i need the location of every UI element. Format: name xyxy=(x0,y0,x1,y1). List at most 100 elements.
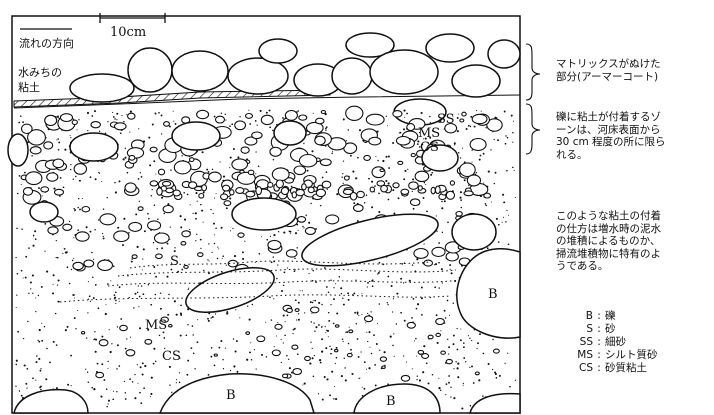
sand-grain xyxy=(107,121,108,122)
gravel-clast xyxy=(409,182,418,189)
sand-grain xyxy=(150,393,152,395)
sand-grain xyxy=(123,158,125,160)
sand-grain xyxy=(336,347,338,349)
sand-grain xyxy=(353,202,355,204)
gravel-clast xyxy=(115,123,127,130)
sand-grain xyxy=(56,139,57,140)
sand-grain xyxy=(424,243,425,244)
gravel-clast xyxy=(295,309,299,312)
sand-grain xyxy=(147,213,149,215)
sand-grain xyxy=(143,248,145,250)
sand-grain xyxy=(315,281,317,283)
gravel-clast xyxy=(364,155,371,160)
sand-grain xyxy=(126,338,127,339)
sand-grain xyxy=(496,218,498,220)
sand-grain xyxy=(255,262,256,263)
sand-grain xyxy=(167,314,169,316)
gravel-clast xyxy=(114,231,129,242)
sand-grain xyxy=(223,368,224,369)
sand-grain xyxy=(434,286,436,288)
sand-grain xyxy=(134,397,136,399)
gravel-clast xyxy=(272,350,280,356)
boulder-bottom-left-corner xyxy=(14,390,88,413)
gravel-clast xyxy=(236,188,244,194)
sand-grain xyxy=(215,228,217,230)
sand-grain xyxy=(21,395,23,397)
sand-grain xyxy=(88,281,89,282)
sand-grain xyxy=(398,197,400,199)
gravel-clast xyxy=(98,260,113,270)
sand-grain xyxy=(90,301,91,302)
sand-grain xyxy=(117,326,118,327)
sand-grain xyxy=(450,387,451,388)
sand-grain xyxy=(113,265,115,267)
boulder-b-bottom-left-label: B xyxy=(226,388,236,403)
gravel-clast xyxy=(393,183,399,188)
sand-grain xyxy=(281,290,283,292)
sand-grain xyxy=(463,385,464,386)
sand-grain xyxy=(312,280,314,282)
sand-grain xyxy=(60,177,62,179)
sand-grain xyxy=(445,394,446,395)
sand-grain xyxy=(401,263,403,265)
sand-grain xyxy=(36,355,38,357)
gravel-clast xyxy=(248,170,254,174)
sand-grain xyxy=(412,298,414,300)
sand-grain xyxy=(276,278,278,280)
sand-grain xyxy=(331,371,333,373)
sand-grain xyxy=(200,204,201,205)
sand-grain xyxy=(73,208,75,210)
sand-grain xyxy=(88,381,89,382)
gravel-clast xyxy=(462,112,466,116)
sand-grain xyxy=(239,116,240,117)
sand-grain xyxy=(208,243,209,244)
sand-grain xyxy=(28,247,30,249)
gravel-clast xyxy=(418,350,423,354)
sand-grain xyxy=(35,238,37,240)
sand-grain xyxy=(352,171,354,173)
sand-grain xyxy=(119,286,121,288)
sand-grain xyxy=(417,303,419,305)
sand-grain xyxy=(153,266,155,268)
sand-grain xyxy=(448,353,449,354)
sand-grain xyxy=(327,330,329,332)
gravel-clast xyxy=(252,132,262,139)
sand-grain xyxy=(379,262,381,264)
sand-grain xyxy=(457,349,459,351)
sand-grain xyxy=(387,304,388,305)
gravel-clast xyxy=(155,233,170,243)
sand-grain xyxy=(152,124,154,126)
gravel-clast xyxy=(221,194,228,200)
gravel-clast xyxy=(428,335,433,339)
sand-grain xyxy=(140,366,142,368)
sand-grain xyxy=(103,236,104,237)
gravel-clast xyxy=(257,336,265,342)
legend-row: SS:細砂 xyxy=(555,336,658,349)
sand-grain xyxy=(93,297,95,299)
gravel-clast xyxy=(397,136,411,145)
gravel-clast xyxy=(305,356,311,360)
sand-grain xyxy=(372,285,374,287)
sand-grain xyxy=(225,348,226,349)
sand-grain xyxy=(188,289,189,290)
sand-grain xyxy=(187,324,188,325)
sand-grain xyxy=(25,277,27,279)
sand-grain xyxy=(221,227,223,229)
sand-grain xyxy=(403,178,405,180)
sand-grain xyxy=(400,312,402,314)
sand-grain xyxy=(387,125,388,126)
sand-grain xyxy=(174,250,176,252)
sand-grain xyxy=(237,156,239,158)
gravel-clast xyxy=(120,325,128,330)
sand-grain xyxy=(482,395,484,397)
sand-grain xyxy=(74,294,75,295)
sand-grain xyxy=(17,331,19,333)
sand-grain xyxy=(211,317,212,318)
sand-grain xyxy=(329,394,331,396)
gravel-clast xyxy=(214,354,217,356)
legend-meaning: 砂 xyxy=(605,323,616,336)
sand-grain xyxy=(64,149,66,151)
sand-grain xyxy=(188,288,189,289)
sand-grain xyxy=(101,181,102,182)
sand-grain xyxy=(23,278,24,279)
